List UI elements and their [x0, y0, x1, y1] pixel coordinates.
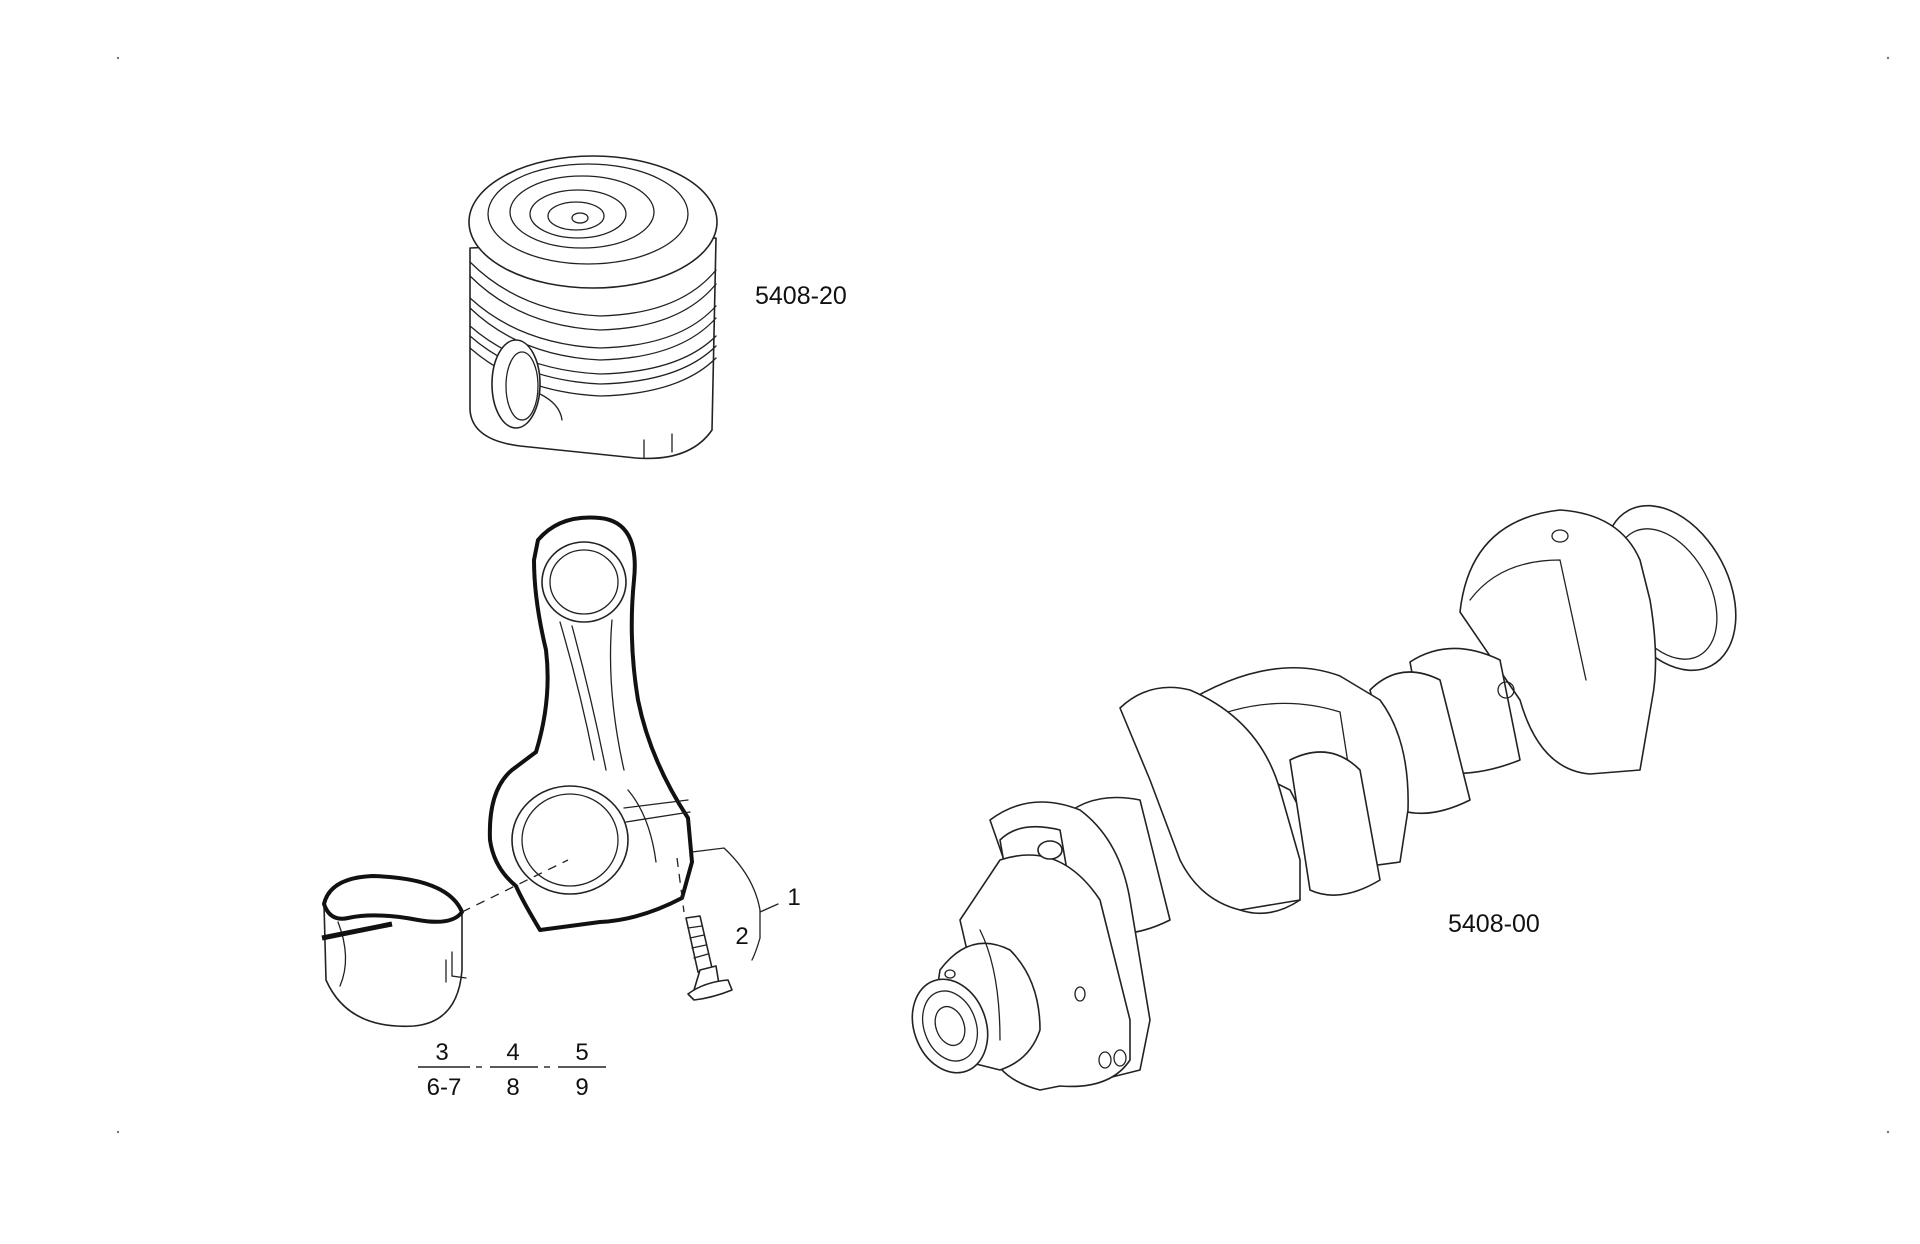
piston-drawing[interactable]	[468, 155, 718, 460]
bearing-fraction-5-9: 5 9	[558, 1039, 606, 1101]
callout-1-label: 1	[787, 884, 800, 911]
crankshaft-part-number: 5408-00	[1448, 910, 1540, 938]
bearing-shell-drawing[interactable]	[321, 874, 467, 1028]
piston-part-number: 5408-20	[755, 282, 847, 310]
svg-text:5: 5	[575, 1039, 588, 1066]
svg-text:9: 9	[575, 1074, 588, 1101]
connecting-rod-drawing[interactable]	[487, 515, 694, 932]
rod-bolt-drawing[interactable]	[676, 857, 733, 1001]
svg-text:3: 3	[435, 1039, 448, 1066]
svg-text:8: 8	[506, 1074, 519, 1101]
callout-2-label: 2	[735, 923, 748, 950]
bearing-leader-line	[461, 859, 569, 913]
crankshaft-drawing[interactable]	[900, 483, 1763, 1091]
callout-bracket	[691, 847, 779, 961]
svg-text:4: 4	[506, 1039, 519, 1066]
bearing-fraction-3-6-7: 3 6-7	[418, 1039, 470, 1101]
bearing-fraction-4-8: 4 8	[490, 1039, 538, 1101]
svg-text:6-7: 6-7	[427, 1074, 462, 1101]
registration-marks	[116, 56, 1890, 1134]
